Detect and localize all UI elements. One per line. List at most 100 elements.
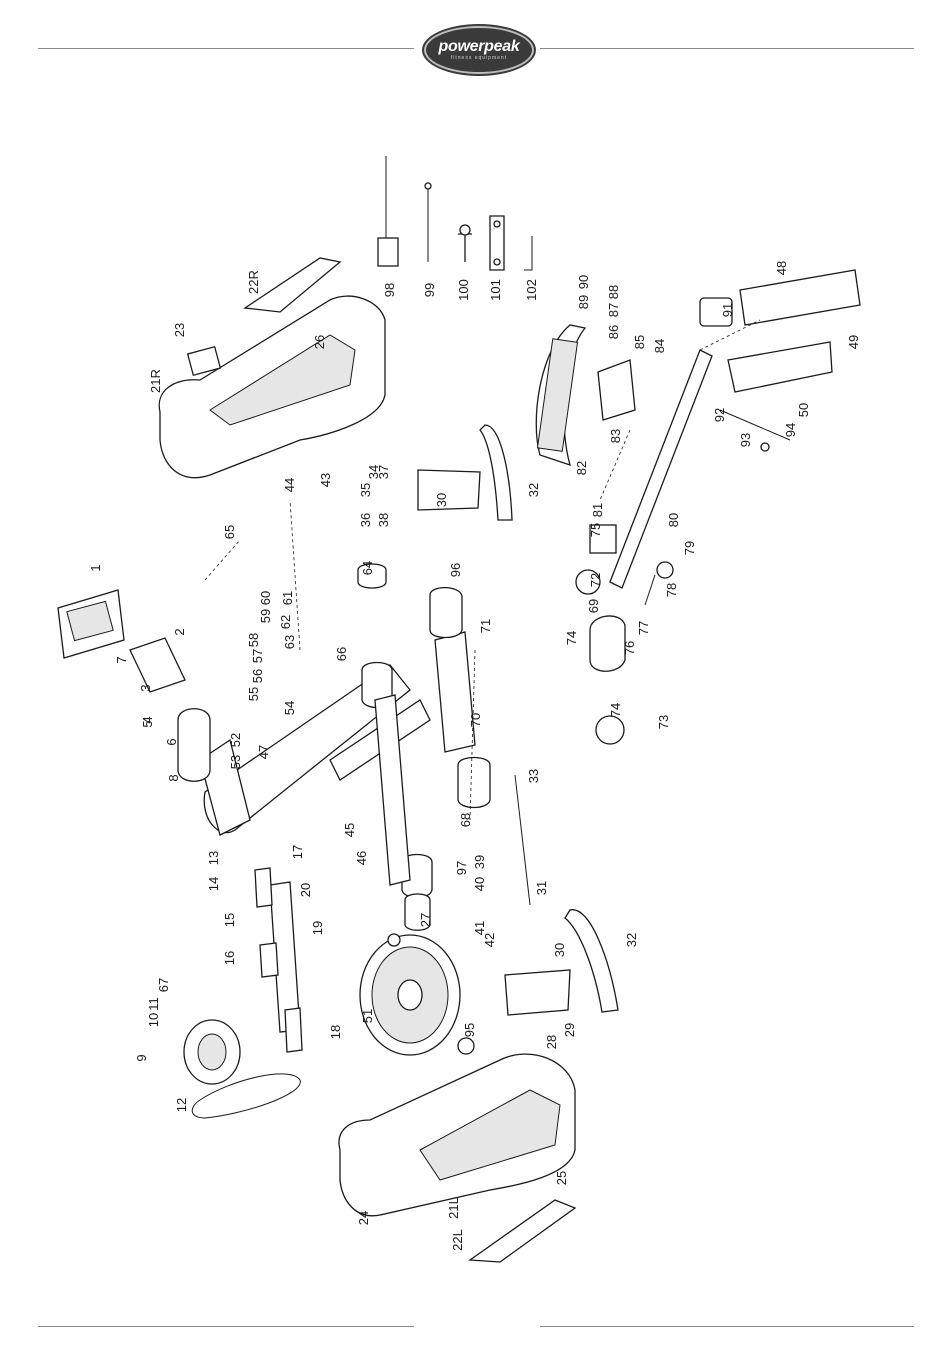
cover-70 (457, 756, 491, 809)
part-label-10: 10 (146, 1013, 161, 1027)
part-label-74: 74 (564, 631, 579, 645)
drive-belt (191, 1073, 301, 1119)
part-label-71: 71 (478, 619, 493, 633)
part-label-103: 103 (0, 0, 3, 11)
part-label-29: 29 (562, 1023, 577, 1037)
part-label-7: 7 (114, 656, 129, 663)
part-label-57: 57 (250, 649, 265, 663)
part-label-42: 42 (482, 933, 497, 947)
part-label-56: 56 (250, 669, 265, 683)
front-stabilizer-76 (589, 615, 626, 672)
part-label-86: 86 (606, 325, 621, 339)
part-label-9: 9 (134, 1054, 149, 1061)
pedal-strap-32-lower (564, 909, 619, 1013)
part-label-48: 48 (774, 261, 789, 275)
part-label-32: 32 (624, 933, 639, 947)
logo-tagline: fitness equipment (450, 54, 508, 61)
part-label-16: 16 (222, 951, 237, 965)
tube-16 (259, 942, 279, 978)
hex-key-104 (524, 236, 533, 271)
wheel-cap-74 (595, 715, 625, 745)
part-label-85: 85 (632, 335, 647, 349)
frame-upright (199, 738, 251, 836)
rail-tube-72 (434, 631, 476, 753)
part-label-4: 4 (140, 716, 155, 723)
cover-73 (429, 586, 463, 639)
part-label-30: 30 (434, 493, 449, 507)
part-label-93: 93 (738, 433, 753, 447)
part-label-77: 77 (636, 621, 651, 635)
part-label-65: 65 (222, 525, 237, 539)
part-label-34: 34 (366, 465, 381, 479)
cap-77 (589, 524, 617, 554)
tube-14 (254, 867, 273, 908)
part-label-22L: 22L (450, 1229, 465, 1251)
part-label-40: 40 (472, 877, 487, 891)
header-rule-left (38, 48, 414, 49)
knob-81 (656, 561, 674, 579)
back-stabilizer (739, 269, 861, 326)
part-label-43: 43 (318, 473, 333, 487)
part-label-75: 75 (588, 523, 603, 537)
tube-18 (284, 1007, 303, 1053)
part-label-95: 95 (462, 1023, 477, 1037)
part-label-2: 2 (172, 628, 187, 635)
part-label-55: 55 (246, 687, 261, 701)
cap-97 (457, 1037, 475, 1055)
part-label-60: 60 (258, 591, 273, 605)
part-label-91: 91 (720, 303, 735, 317)
part-label-50: 50 (796, 403, 811, 417)
part-label-67: 67 (156, 978, 171, 992)
part-label-81: 81 (590, 503, 605, 517)
part-label-11: 11 (146, 997, 161, 1011)
cover-27 (404, 893, 431, 931)
part-label-64: 64 (360, 561, 375, 575)
wrench-103 (489, 215, 505, 271)
part-label-96: 96 (448, 563, 463, 577)
part-label-8: 8 (166, 774, 181, 781)
pedal-30-upper (417, 469, 481, 511)
part-label-38: 38 (376, 513, 391, 527)
part-label-73: 73 (656, 715, 671, 729)
footer-rule-right (540, 1326, 914, 1327)
part-label-97: 97 (454, 861, 469, 875)
bearing-50 (387, 933, 401, 947)
part-label-36: 36 (358, 513, 373, 527)
header-rule-right (540, 48, 914, 49)
part-label-79: 79 (682, 541, 697, 555)
part-label-6: 6 (164, 738, 179, 745)
part-label-32: 32 (526, 483, 541, 497)
part-label-82: 82 (574, 461, 589, 475)
tube-frame (374, 694, 411, 886)
part-label-17: 17 (290, 845, 305, 859)
part-label-35: 35 (358, 483, 373, 497)
part-label-72: 72 (588, 573, 603, 587)
part-label-98: 98 (382, 283, 397, 297)
part-label-69: 69 (586, 599, 601, 613)
pedal-30-lower (504, 969, 571, 1016)
part-label-3: 3 (138, 684, 153, 691)
part-label-26: 26 (312, 335, 327, 349)
side-cover-right-window (209, 334, 356, 426)
part-label-31: 31 (534, 881, 549, 895)
part-label-19: 19 (310, 921, 325, 935)
part-label-41: 41 (472, 921, 487, 935)
side-trim-right (243, 257, 342, 313)
part-label-24: 24 (356, 1211, 371, 1225)
cover-99 (401, 853, 433, 899)
part-label-49: 49 (846, 335, 861, 349)
part-label-21L: 21L (446, 1197, 461, 1219)
part-label-15: 15 (222, 913, 237, 927)
part-label-94: 94 (783, 423, 798, 437)
part-label-37: 37 (376, 465, 391, 479)
bracket-2 (129, 637, 186, 693)
part-label-100: 100 (456, 279, 471, 301)
part-label-20: 20 (298, 883, 313, 897)
part-label-101: 101 (488, 279, 503, 301)
part-label-14: 14 (206, 877, 221, 891)
handlebar-post (177, 708, 211, 782)
part-label-80: 80 (666, 513, 681, 527)
plate-23 (186, 345, 222, 377)
part-label-30: 30 (552, 943, 567, 957)
